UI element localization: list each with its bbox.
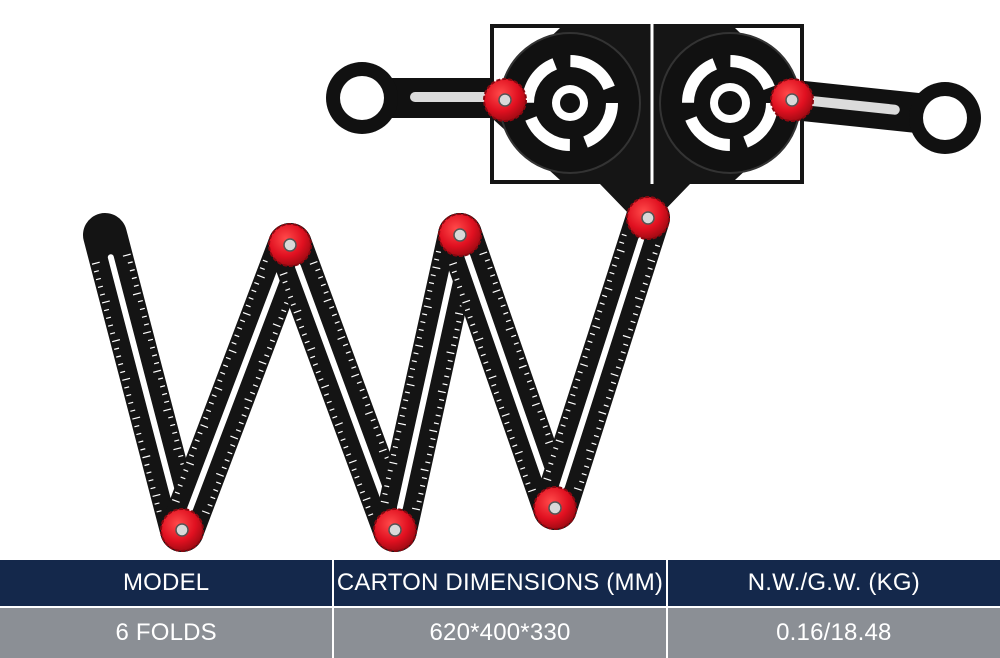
cell-weight: 0.16/18.48 — [666, 607, 1000, 658]
red-locking-knobs — [160, 78, 814, 552]
ruler-arm — [160, 222, 313, 552]
knob-icon — [438, 213, 482, 257]
hole-template-plate — [326, 24, 981, 215]
folding-ruler-arms — [83, 195, 671, 552]
ruler-arm — [438, 213, 578, 531]
header-model: MODEL — [0, 560, 335, 608]
knob-icon — [533, 486, 577, 530]
ruler-arm — [533, 195, 671, 530]
header-carton-dimensions: CARTON DIMENSIONS (MM) — [333, 560, 668, 608]
ruler-arm — [268, 223, 418, 552]
ruler-arm — [373, 213, 482, 552]
specification-table: MODEL CARTON DIMENSIONS (MM) N.W./G.W. (… — [0, 560, 1000, 658]
header-weight: N.W./G.W. (KG) — [666, 560, 1000, 608]
knob-icon — [268, 223, 312, 267]
product-image-folding-angle-ruler — [83, 24, 981, 552]
knob-icon — [770, 78, 814, 122]
knob-icon — [626, 196, 670, 240]
knob-icon — [160, 508, 204, 552]
cell-model: 6 FOLDS — [0, 607, 335, 658]
ruler-arm — [83, 213, 204, 552]
knob-icon — [483, 78, 527, 122]
spec-header-row: MODEL CARTON DIMENSIONS (MM) N.W./G.W. (… — [0, 560, 1000, 608]
knob-icon — [373, 508, 417, 552]
spec-data-row: 6 FOLDS 620*400*330 0.16/18.48 — [0, 607, 1000, 658]
cell-carton-dimensions: 620*400*330 — [333, 607, 668, 658]
